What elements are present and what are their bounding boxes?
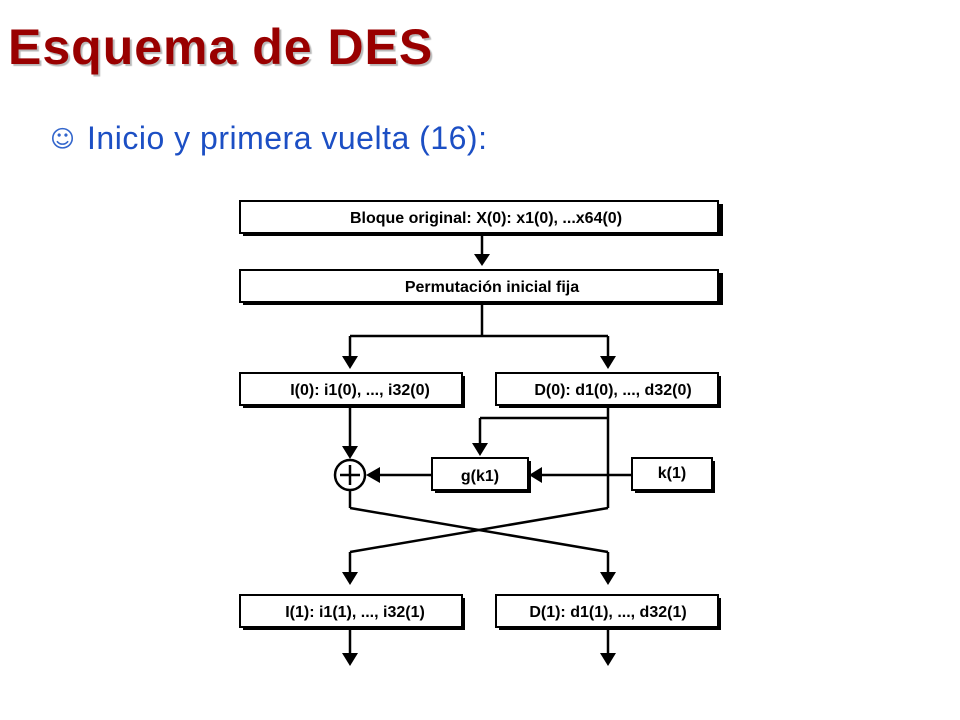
arrow-down-icon: [600, 572, 616, 585]
key-1-box: k(1): [631, 457, 715, 493]
arrow-down-icon: [342, 572, 358, 585]
arrow-down-icon: [342, 653, 358, 666]
arrow-down-icon: [472, 443, 488, 456]
right-half-0-box: D(0): d1(0), ..., d32(0): [495, 372, 721, 408]
xor-operator: [333, 458, 367, 492]
key-1-label: k(1): [658, 465, 686, 482]
function-g-box: g(k1): [431, 457, 531, 493]
arrow-down-icon: [342, 446, 358, 459]
block-original-label: Bloque original: X(0): x1(0), ...x64(0): [350, 210, 622, 227]
arrow-down-icon: [600, 356, 616, 369]
crossing-line: [349, 506, 609, 554]
bullet-text: Inicio y primera vuelta (16):: [87, 120, 488, 156]
right-half-0-label: D(0): d1(0), ..., d32(0): [534, 382, 691, 399]
initial-permutation-box: Permutación inicial fija: [239, 269, 723, 305]
arrow-left-icon: [366, 467, 380, 483]
function-g-label: g(k1): [461, 468, 499, 485]
arrow-down-icon: [474, 254, 490, 266]
slide-title: Esquema de DES: [8, 19, 434, 75]
initial-permutation-label: Permutación inicial fija: [405, 279, 579, 296]
left-half-1-label: I(1): i1(1), ..., i32(1): [285, 604, 425, 621]
arrow-down-icon: [342, 356, 358, 369]
left-half-1-box: I(1): i1(1), ..., i32(1): [239, 594, 465, 630]
right-half-1-box: D(1): d1(1), ..., d32(1): [495, 594, 721, 630]
smiley-icon: ☺: [50, 124, 76, 153]
left-half-0-label: I(0): i1(0), ..., i32(0): [290, 382, 430, 399]
bullet-item: ☺ Inicio y primera vuelta (16):: [50, 120, 487, 157]
right-half-1-label: D(1): d1(1), ..., d32(1): [529, 604, 686, 621]
block-original-box: Bloque original: X(0): x1(0), ...x64(0): [239, 200, 723, 236]
arrow-left-icon: [529, 467, 542, 483]
left-half-0-box: I(0): i1(0), ..., i32(0): [239, 372, 465, 408]
arrow-down-icon: [600, 653, 616, 666]
